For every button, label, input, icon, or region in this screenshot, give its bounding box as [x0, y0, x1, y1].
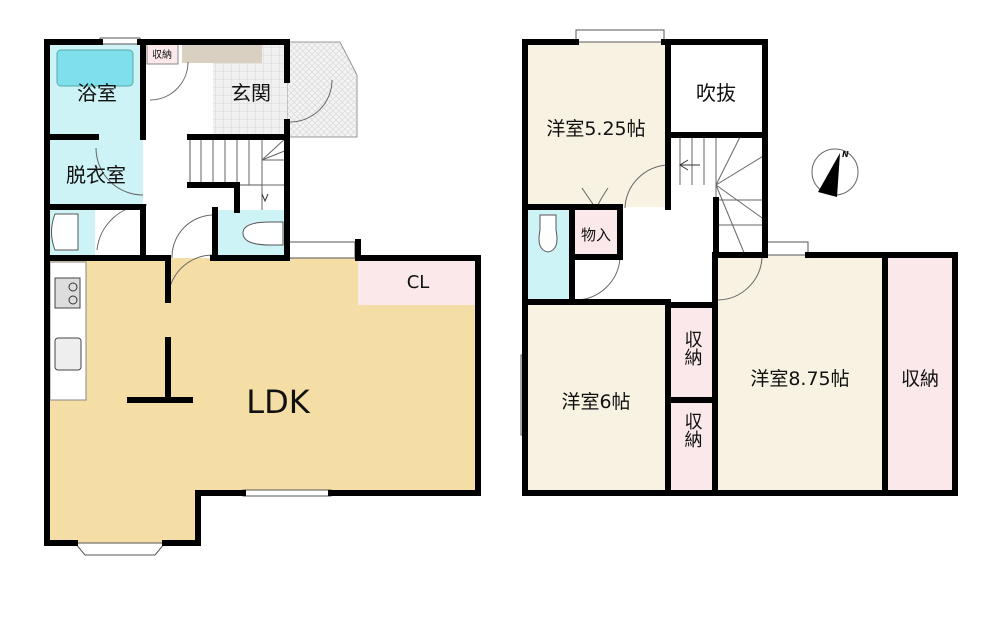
window-2f: [575, 29, 665, 43]
ldk-room: [47, 258, 478, 543]
label-storage-small: 収納: [152, 48, 172, 61]
room-6: [525, 305, 668, 493]
washbasin-icon: [51, 213, 79, 251]
closet: [358, 258, 478, 305]
room-8-75: [715, 255, 885, 493]
storage-b1: [668, 305, 715, 400]
storage-small-2f: [572, 210, 620, 257]
label-closet: CL: [407, 272, 430, 293]
label-storage-small-2f: 物入: [581, 226, 611, 244]
toilet-icon: [242, 221, 284, 246]
stove-icon: [54, 277, 81, 309]
walls-1f: [44, 39, 481, 546]
sink-icon: [54, 337, 82, 371]
floor-1: 浴室 脱衣室 収納 玄関 CL LDK: [44, 37, 481, 556]
label-storage-b2: 収納: [682, 412, 703, 448]
compass-icon: N: [811, 148, 859, 197]
toilet-icon-2f: [538, 214, 558, 253]
shoe-shelf: [182, 45, 262, 63]
label-room-8-75: 洋室8.75帖: [750, 368, 849, 390]
bay-window: [73, 542, 167, 556]
label-dressing: 脱衣室: [66, 163, 126, 187]
dressing-room: [47, 137, 143, 207]
floor-2: 洋室5.25帖 吹抜 物入 洋室6帖 収納 収納 洋室8.75帖 収納: [520, 29, 958, 496]
room-5-25: [525, 42, 668, 207]
storage-b2: [668, 400, 715, 493]
compass-label: N: [842, 150, 849, 159]
storage-c: [885, 255, 955, 493]
bathtub: [56, 49, 134, 87]
label-storage-b1: 収納: [682, 330, 703, 366]
window: [242, 489, 332, 497]
porch: [286, 41, 358, 138]
walls-2f: [522, 39, 958, 496]
label-bath: 浴室: [77, 81, 117, 105]
label-storage-c: 収納: [901, 368, 939, 390]
label-void: 吹抜: [696, 81, 736, 105]
label-entrance: 玄関: [231, 81, 271, 105]
label-ldk: LDK: [246, 383, 310, 421]
label-room-6: 洋室6帖: [561, 391, 630, 413]
label-room-5-25: 洋室5.25帖: [546, 118, 645, 140]
